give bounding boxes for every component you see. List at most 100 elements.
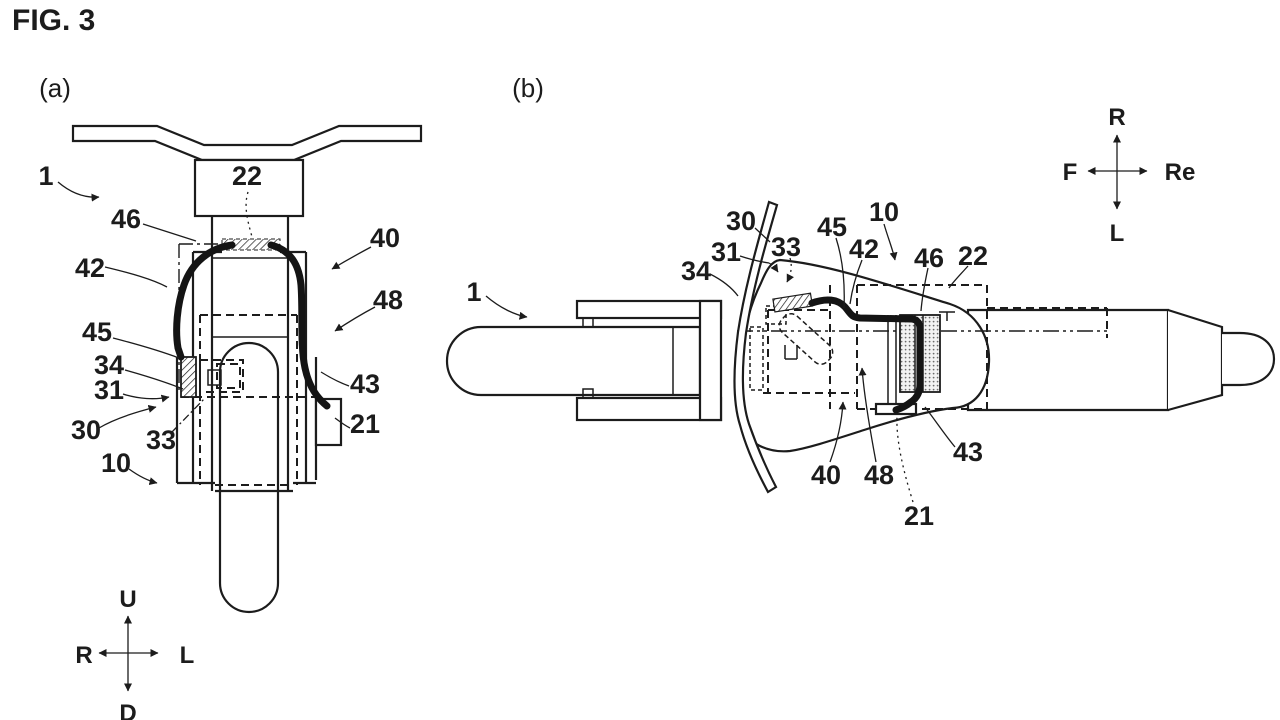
figure-title: FIG. 3 xyxy=(12,4,95,37)
subfigure-a: (a) xyxy=(38,73,423,720)
leader-a-31 xyxy=(122,393,170,403)
compass-a-down-label: D xyxy=(119,700,136,720)
ref-label-b-31: 31 xyxy=(711,237,741,267)
compass-a-right-label: L xyxy=(180,642,195,669)
switch-housing-body xyxy=(735,258,991,453)
detector-box-inner xyxy=(216,363,241,389)
fork-outer-plates xyxy=(175,357,318,483)
stem-columns xyxy=(210,216,290,491)
leader-a-33 xyxy=(171,397,206,433)
compass-a-up-label: U xyxy=(119,586,136,613)
grip-cylinder xyxy=(966,308,1170,412)
leader-b-31-tip xyxy=(768,262,779,273)
subfigure-b: (b) xyxy=(445,73,1276,531)
ref-label-b-30: 30 xyxy=(726,206,756,236)
compass-b-right-label: Re xyxy=(1165,159,1196,186)
fork-front-plate xyxy=(698,299,723,422)
ref-label-a-30: 30 xyxy=(71,415,101,445)
ref-label-a-40: 40 xyxy=(370,223,400,253)
ref-label-a-21: 21 xyxy=(350,409,380,439)
leader-b-10 xyxy=(883,223,898,261)
leader-b-1 xyxy=(485,295,528,320)
ref-label-a-34: 34 xyxy=(94,350,124,380)
subfigure-b-label: (b) xyxy=(512,73,544,103)
leader-b-30 xyxy=(754,227,771,243)
hidden-bulb-cylinder xyxy=(778,313,834,365)
leader-a-45 xyxy=(112,337,180,359)
leader-b-43 xyxy=(924,406,956,448)
ref-label-a-10: 10 xyxy=(101,448,131,478)
leader-a-21 xyxy=(334,417,351,429)
leader-a-34 xyxy=(124,369,184,390)
front-wheel-front-view xyxy=(218,341,280,614)
leader-a-1 xyxy=(57,181,100,202)
harness-cable-left xyxy=(173,241,236,361)
ref-label-b-34: 34 xyxy=(681,256,711,286)
leader-b-22 xyxy=(948,265,969,289)
compass-b: R L F Re xyxy=(1063,104,1196,247)
sensor-hatched-block xyxy=(180,356,197,398)
ref-label-b-1: 1 xyxy=(466,277,481,307)
subfigure-a-label: (a) xyxy=(39,73,71,103)
ref-label-b-40: 40 xyxy=(811,460,841,490)
leader-b-45 xyxy=(835,237,845,309)
ref-label-a-33: 33 xyxy=(146,425,176,455)
ref-label-a-46: 46 xyxy=(111,204,141,234)
compass-a-left-label: R xyxy=(75,642,92,669)
ref-label-b-46: 46 xyxy=(914,243,944,273)
compass-b-down-label: L xyxy=(1110,220,1125,247)
front-wheel-side-view xyxy=(445,325,702,397)
leader-b-31 xyxy=(739,255,770,264)
compass-a: U D R L xyxy=(75,586,194,720)
ref-label-b-21: 21 xyxy=(904,501,934,531)
hidden-outline-48 xyxy=(181,314,316,486)
leader-b-33 xyxy=(786,257,794,283)
handlebar-front-view xyxy=(71,124,423,162)
ref-label-a-42: 42 xyxy=(75,253,105,283)
ref-label-a-22: 22 xyxy=(232,161,262,191)
ref-label-a-1: 1 xyxy=(38,161,53,191)
leader-b-42 xyxy=(849,259,863,305)
housing-inner-lines xyxy=(212,257,288,338)
front-fender-strip xyxy=(733,200,779,494)
leader-a-10 xyxy=(128,468,158,486)
grip-end-knob xyxy=(1222,331,1276,387)
stem-head-box xyxy=(193,158,305,218)
leader-a-22 xyxy=(245,191,253,238)
leader-a-42 xyxy=(104,266,168,288)
ref-label-a-45: 45 xyxy=(82,317,112,347)
leader-b-34 xyxy=(709,273,739,297)
leader-a-48 xyxy=(334,306,376,332)
leader-a-46 xyxy=(142,223,197,242)
ref-label-b-43: 43 xyxy=(953,437,983,467)
leader-b-40 xyxy=(829,401,847,463)
ref-label-b-33: 33 xyxy=(771,232,801,262)
ref-label-b-42: 42 xyxy=(849,234,879,264)
detector-box-outer xyxy=(199,359,244,393)
ref-label-a-48: 48 xyxy=(373,285,403,315)
fork-feet xyxy=(177,481,316,493)
center-line-tick xyxy=(939,311,955,321)
hidden-region-22 xyxy=(856,284,988,410)
ref-label-a-31: 31 xyxy=(94,375,124,405)
compass-b-left-label: F xyxy=(1063,159,1078,186)
region-frame-45 xyxy=(178,243,222,390)
grommet-hatch-strip xyxy=(221,238,281,251)
grip-taper xyxy=(1167,308,1224,412)
ref-label-b-22: 22 xyxy=(958,241,988,271)
axle-step-top xyxy=(582,317,594,328)
hidden-bar-tube xyxy=(987,307,1108,338)
leader-a-43 xyxy=(320,371,350,387)
axle-step-bottom xyxy=(582,388,594,399)
leader-b-48 xyxy=(858,367,877,463)
ref-label-b-45: 45 xyxy=(817,212,847,242)
leader-a-30 xyxy=(98,404,157,429)
leader-b-21 xyxy=(896,415,914,503)
leader-a-40 xyxy=(331,246,372,270)
switch-stem-lines xyxy=(887,315,897,403)
compass-b-up-label: R xyxy=(1108,104,1125,131)
leader-b-46 xyxy=(920,267,929,312)
harness-cable-right xyxy=(267,241,331,410)
